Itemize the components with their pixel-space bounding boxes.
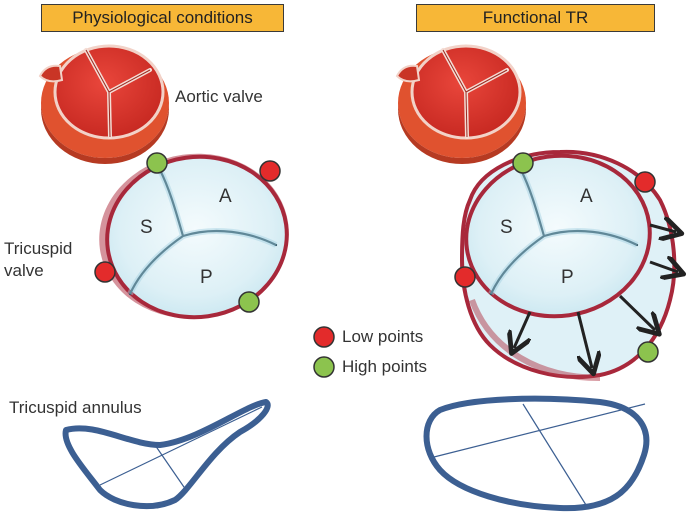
low-point-marker (454, 266, 476, 288)
tricuspid-valve-right (454, 149, 678, 381)
legend-high-label: High points (342, 357, 428, 376)
low-point-marker (634, 171, 656, 193)
leaflet-septal-right: S (500, 217, 513, 238)
tricuspid-annulus-left (62, 399, 271, 509)
aortic-valve-left (38, 44, 169, 164)
tricuspid-valve-label-line1: Tricuspid (4, 239, 73, 258)
panel-title-right: Functional TR (416, 4, 655, 32)
high-point-marker (512, 152, 534, 174)
tricuspid-annulus-right (423, 395, 650, 512)
panel-title-left: Physiological conditions (41, 4, 284, 32)
dilation-arrows (514, 225, 678, 368)
aortic-valve-right (395, 44, 526, 164)
leaflet-posterior-left: P (200, 267, 213, 288)
high-point-marker (146, 152, 168, 174)
tricuspid-valve-label-line2: valve (4, 261, 44, 280)
high-point-marker (238, 291, 260, 313)
high-point-marker (637, 341, 659, 363)
tricuspid-annulus-label: Tricuspid annulus (9, 398, 142, 417)
low-point-marker (259, 160, 281, 182)
legend-high-marker (313, 356, 335, 378)
legend-low-label: Low points (342, 327, 424, 346)
leaflet-anterior-right: A (580, 186, 593, 207)
leaflet-septal-left: S (140, 217, 153, 238)
tricuspid-valve-left (94, 152, 289, 320)
low-point-marker (94, 261, 116, 283)
leaflet-posterior-right: P (561, 267, 574, 288)
aortic-valve-label: Aortic valve (175, 87, 263, 106)
leaflet-anterior-left: A (219, 186, 232, 207)
legend-low-marker (313, 326, 335, 348)
